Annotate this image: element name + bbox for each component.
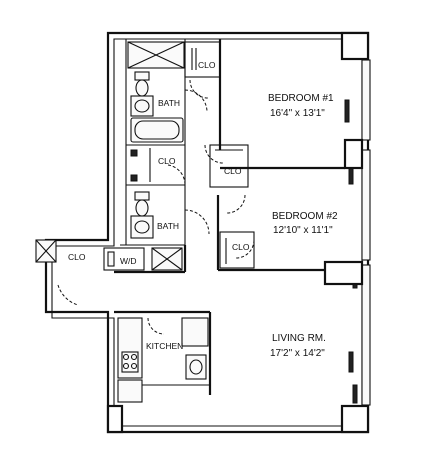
bedroom-1-name: BEDROOM #1	[268, 93, 334, 104]
bath-1: BATH	[127, 41, 208, 143]
bedroom-2-name: BEDROOM #2	[272, 211, 338, 222]
bath-2: BATH	[130, 191, 210, 239]
entry-area: CLO W/D	[35, 239, 183, 306]
bedroom-1-dims: 16'4" x 13'1"	[270, 108, 325, 119]
closet-top: CLO	[184, 41, 221, 99]
washer-dryer-label: W/D	[120, 256, 137, 266]
interior-walls	[114, 39, 345, 395]
closet-bath-mid: CLO	[130, 148, 186, 186]
bath-1-label: BATH	[158, 98, 180, 108]
closet-bath-mid-label: CLO	[158, 156, 176, 166]
closet-entry-label: CLO	[68, 252, 86, 262]
closet-bedroom-2: CLO	[219, 231, 255, 269]
kitchen-label: KITCHEN	[146, 341, 183, 351]
bedroom-2-dims: 12'10" x 11'1"	[273, 225, 333, 236]
windows	[323, 59, 371, 406]
bath-2-label: BATH	[157, 221, 179, 231]
closet-hall-label: CLO	[224, 166, 242, 176]
closet-bedroom-2-label: CLO	[232, 242, 250, 252]
closet-hall: CLO	[204, 144, 249, 214]
kitchen: KITCHEN	[117, 317, 210, 403]
room-labels: BEDROOM #1 16'4" x 13'1" BEDROOM #2 12'1…	[268, 93, 338, 359]
living-room-dims: 17'2" x 14'2"	[270, 348, 325, 359]
closet-top-label: CLO	[198, 60, 216, 70]
living-room-name: LIVING RM.	[272, 333, 326, 344]
